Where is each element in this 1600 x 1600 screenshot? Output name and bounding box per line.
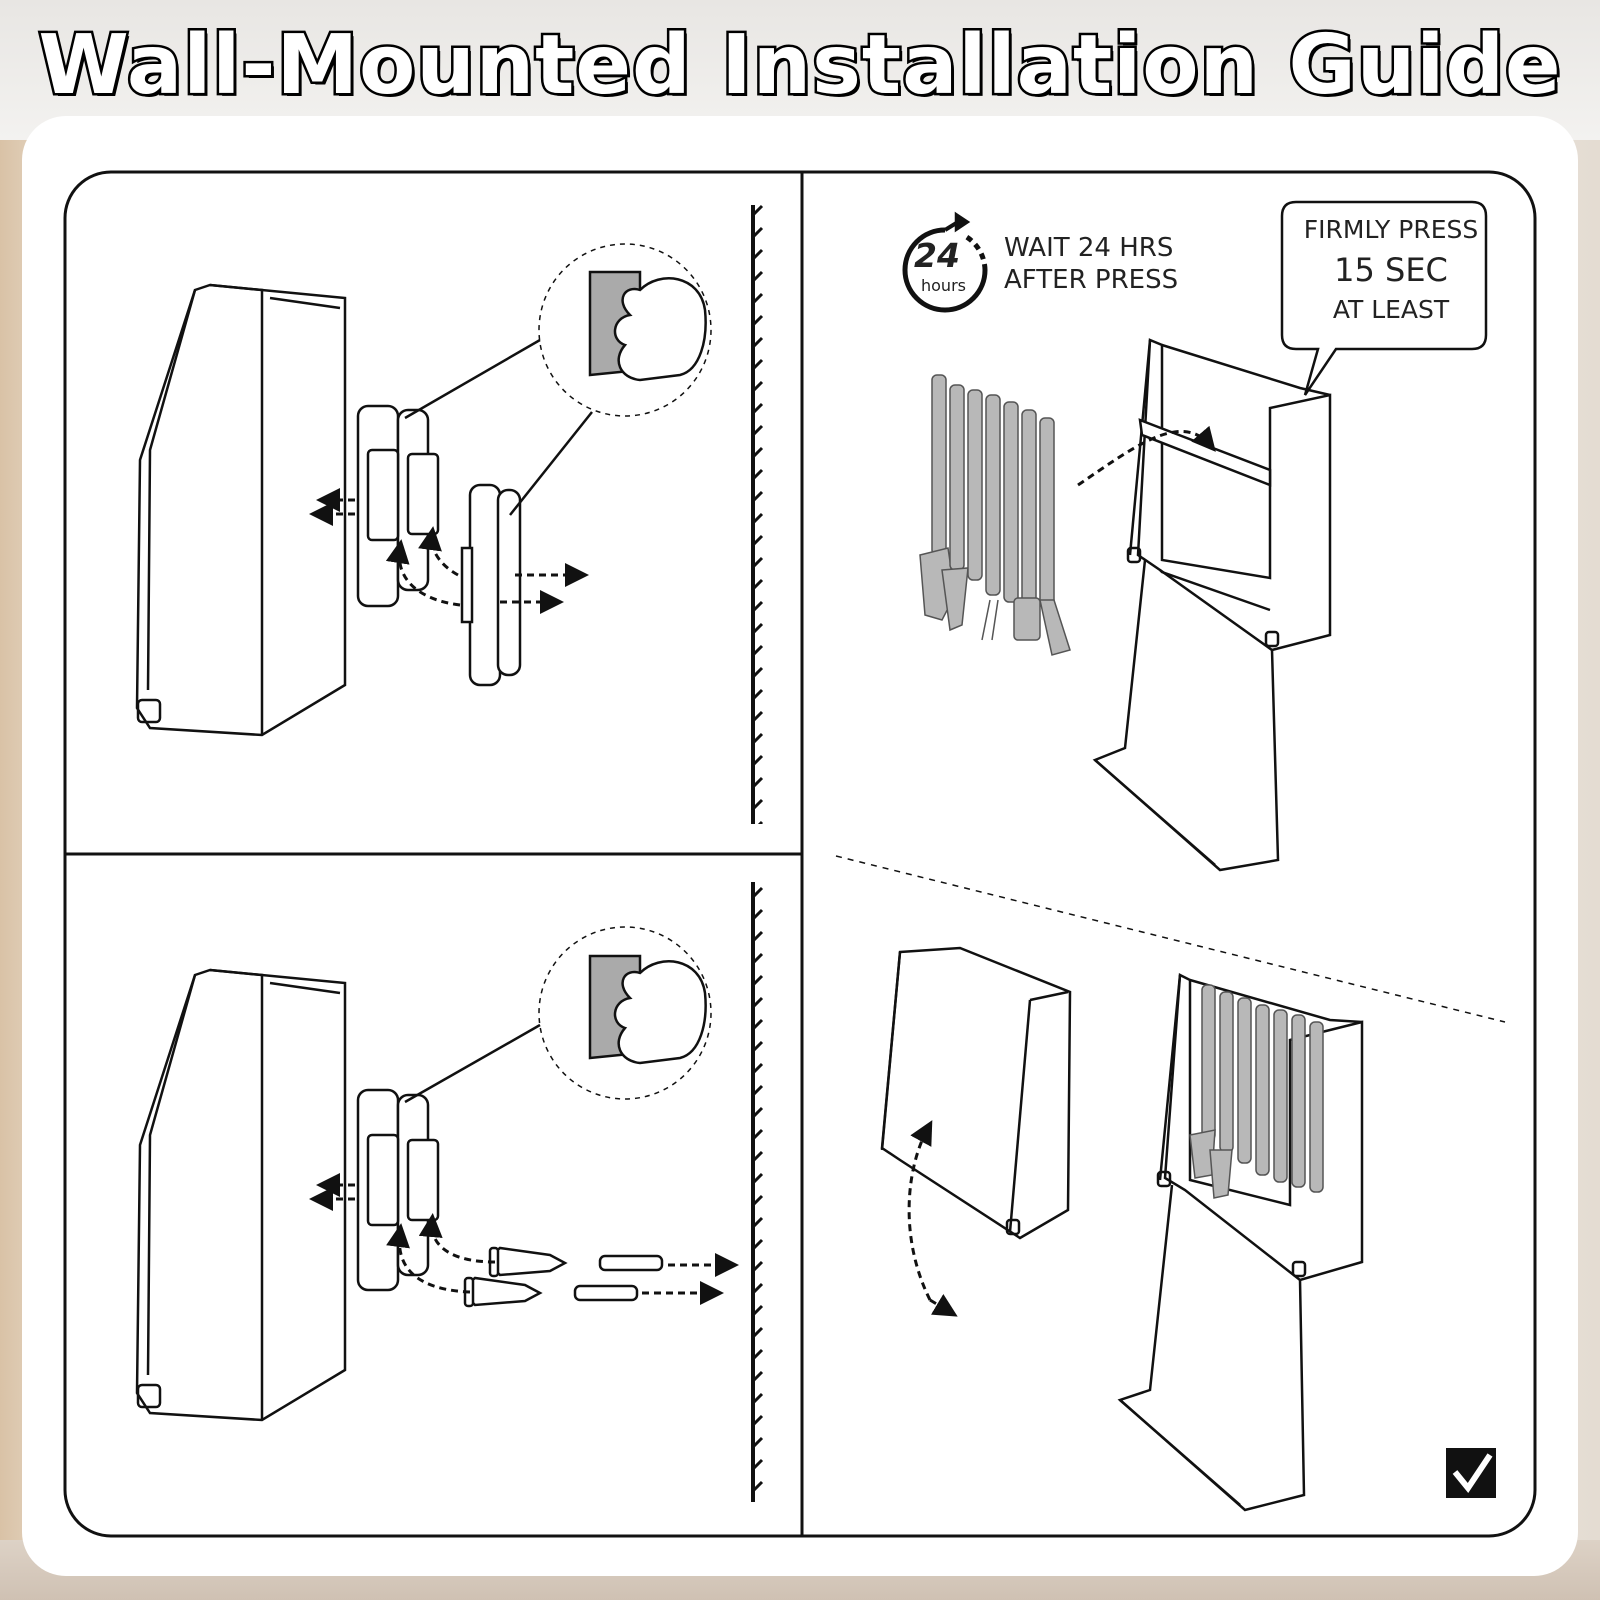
- wait-line-1: WAIT 24 HRS: [1004, 232, 1178, 264]
- magnifier-hand-peel-icon: [405, 244, 711, 515]
- checkmark-icon: [1446, 1448, 1496, 1498]
- holder-front-view: [1095, 340, 1330, 870]
- cleaning-tools-set: [920, 375, 1070, 655]
- timer-number: 24: [914, 236, 960, 275]
- press-instruction: FIRMLY PRESS 15 SEC AT LEAST: [1276, 210, 1506, 330]
- holder-side-view-bottom: [137, 970, 345, 1420]
- panel-step-1-adhesive: [137, 205, 768, 824]
- holder-side-view-top: [137, 285, 345, 735]
- tools-in-holder: [1190, 985, 1323, 1198]
- wait-instruction: WAIT 24 HRS AFTER PRESS: [1004, 232, 1178, 296]
- screws-and-anchors: [465, 1248, 662, 1306]
- wall-top: [753, 205, 768, 824]
- bubble-line-2: 15 SEC: [1276, 250, 1506, 290]
- bubble-line-3: AT LEAST: [1276, 290, 1506, 330]
- timer-unit: hours: [921, 276, 966, 295]
- wall-bottom: [753, 882, 768, 1502]
- panel-step-3-attach-cover: [882, 948, 1496, 1510]
- panel-step-1-screws: [137, 882, 768, 1502]
- adhesive-pads-bottom: [358, 1090, 438, 1290]
- magnifier-hand-peel-icon: [405, 927, 711, 1102]
- wait-line-2: AFTER PRESS: [1004, 264, 1178, 296]
- bubble-line-1: FIRMLY PRESS: [1276, 210, 1506, 250]
- adhesive-pads-top: [358, 406, 438, 606]
